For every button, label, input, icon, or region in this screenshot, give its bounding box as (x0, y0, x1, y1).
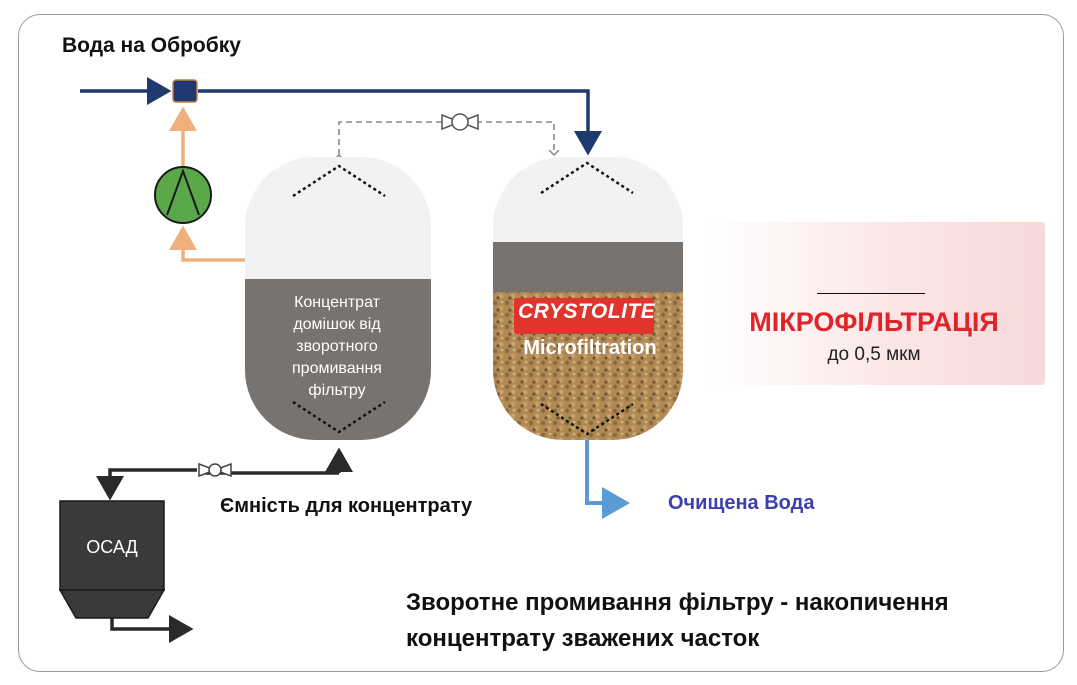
caption: Зворотне промивання фільтру - накопиченн… (406, 585, 1046, 657)
microfiltration-subtitle: до 0,5 мкм (827, 344, 921, 365)
caption-line: Зворотне промивання фільтру - накопиченн… (406, 589, 949, 616)
right-tank-distributor (540, 161, 634, 195)
recirculation-line (169, 106, 245, 262)
backwash-dashed-line (339, 121, 554, 155)
sludge-valve-icon (198, 462, 232, 478)
left-tank (245, 157, 431, 440)
inlet-label: Вода на Обробку (62, 34, 241, 57)
brand-logo-text: CRYSTOLITE (518, 300, 656, 323)
left-tank-text: Концентрат домішок від зворотного промив… (262, 292, 412, 402)
caption-line: концентрату зважених часток (406, 625, 760, 652)
concentrate-tank-label: Ємність для концентрату (220, 495, 473, 517)
brand-subtitle: Microfiltration (523, 337, 657, 359)
left-tank-text-line: фільтру (308, 382, 366, 399)
inlet-line (80, 77, 602, 156)
valve-icon (441, 113, 479, 131)
mixing-junction (172, 79, 198, 103)
left-tank-text-line: зворотного (296, 338, 378, 355)
microfiltration-title: МІКРОФІЛЬТРАЦІЯ (749, 307, 999, 337)
brand-badge (514, 298, 654, 334)
left-tank-text-line: Концентрат (294, 294, 380, 311)
pump-icon (154, 166, 212, 224)
left-tank-collector (292, 400, 386, 434)
left-tank-text-line: домішок від (293, 316, 381, 333)
left-tank-distributor (292, 164, 386, 198)
clean-water-line (585, 440, 630, 519)
sediment-bin (58, 500, 166, 619)
microfiltration-panel (705, 222, 1045, 385)
sediment-label: ОСАД (86, 537, 138, 557)
right-tank-collector (540, 402, 634, 436)
panel-divider (817, 293, 925, 294)
clean-water-label: Очищена Вода (668, 492, 815, 514)
left-tank-text-line: промивання (292, 360, 382, 377)
